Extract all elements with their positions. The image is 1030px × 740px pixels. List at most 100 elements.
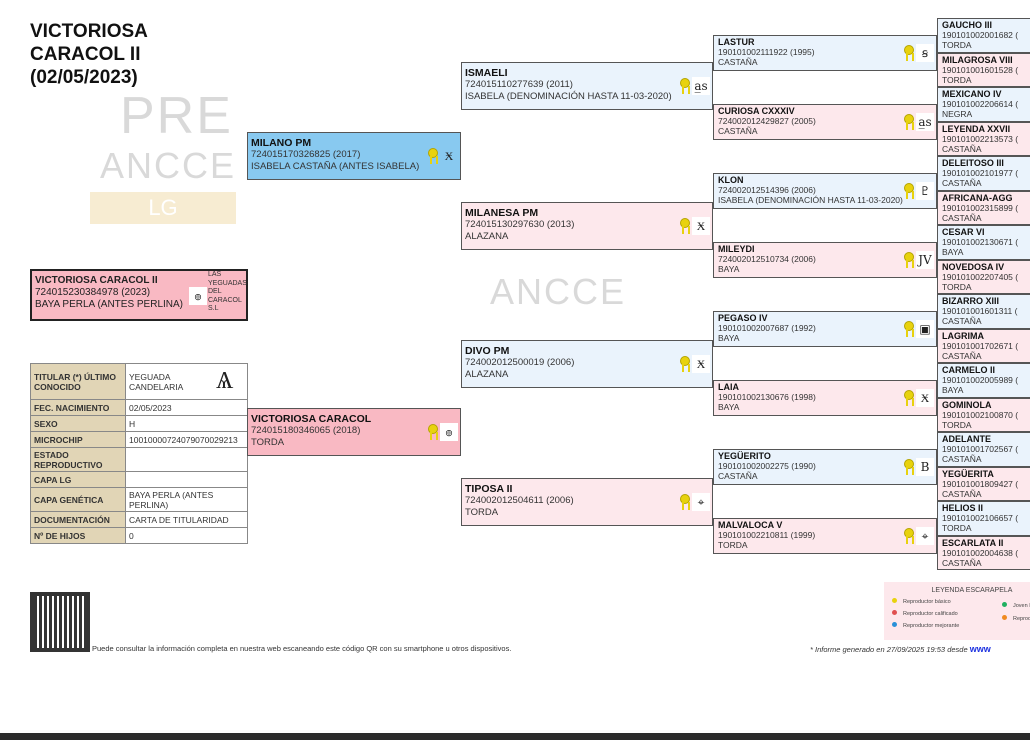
qr-code[interactable] <box>30 592 90 652</box>
brand-icon: B <box>916 458 934 476</box>
brand-icon: a̲s <box>916 113 934 131</box>
ancestor-name: MEXICANO IV <box>942 89 1002 99</box>
ancestor-id: 190101002101977 ( <box>942 168 1019 178</box>
ancestor-id: 724015180346065 (2018) <box>251 425 361 436</box>
ancestor-name: PEGASO IV <box>718 313 768 323</box>
subject-card: VICTORIOSA CARACOL II 724015230384978 (2… <box>30 269 248 321</box>
info-row: ESTADO REPRODUCTIVO <box>30 447 248 472</box>
watermark-ancce: ANCCE <box>100 145 237 186</box>
ancestor-name: GOMINOLA <box>942 399 992 410</box>
ancestor-coat: BAYA <box>942 385 964 395</box>
info-value <box>125 447 248 472</box>
subject-id: 724015230384978 (2023) <box>35 287 151 298</box>
brand-icon: Ӿ <box>692 217 710 235</box>
info-label: ESTADO REPRODUCTIVO <box>30 447 126 472</box>
website-link[interactable]: www <box>969 644 991 654</box>
ancestor-name: KLON <box>718 175 744 185</box>
owner-brand-icon: Ѧ <box>216 366 234 394</box>
rosette-icon <box>680 494 690 510</box>
legend-item: Reproductor <box>1002 615 1030 622</box>
brand-icon: Ӿ <box>916 389 934 407</box>
rosette-icon <box>428 424 438 440</box>
ancestor-coat: CASTAÑA <box>942 143 982 154</box>
legend-label: Reproductor calificado <box>903 611 958 617</box>
ancestor-name: MALVALOCA V <box>718 520 783 530</box>
rosette-icon <box>904 114 914 130</box>
rosette-icon <box>1002 602 1007 607</box>
rosette-icon <box>680 78 690 94</box>
ancestor-coat: TORDA <box>942 523 972 533</box>
ancestor-name: DELEITOSO III <box>942 158 1004 168</box>
brand-icon: JV <box>916 251 934 269</box>
title-line: VICTORIOSA <box>30 21 148 42</box>
legend-label: Reproductor mejorante <box>903 623 960 629</box>
ancestor-id: 190101001601528 ( <box>942 64 1019 75</box>
legend-label: Reproductor básico <box>903 599 951 605</box>
ancestor-coat: TORDA <box>465 507 499 518</box>
ancestor-name: GAUCHO III <box>942 20 993 30</box>
ancestor-id: 190101002004638 ( <box>942 547 1019 558</box>
ancestor-id: 190101002207405 ( <box>942 271 1019 282</box>
rosette-icon <box>1002 615 1007 620</box>
rosette-icon <box>904 390 914 406</box>
ancestor-coat: TORDA <box>251 437 285 448</box>
generated-text: * Informe generado en 27/09/2025 19:53 d… <box>810 645 968 654</box>
ancestor-coat: TORDA <box>942 419 972 430</box>
ancestor-coat: BAYA <box>942 247 964 257</box>
info-value: H <box>125 415 248 432</box>
ancestor-coat: ALAZANA <box>465 231 509 242</box>
ancestor-id: 190101002130671 ( <box>942 237 1019 247</box>
ancestor-id: 190101002002275 (1990) <box>718 461 816 471</box>
brand-icon: ▣ <box>916 320 934 338</box>
legend-label: Joven Reproductor <box>1013 603 1030 609</box>
ancestor-name: CARMELO II <box>942 365 995 375</box>
watermark-pre: PRE <box>120 87 233 145</box>
ancestor-id: 724002012429827 (2005) <box>718 116 816 126</box>
qr-note: Puede consultar la información completa … <box>92 644 512 653</box>
ancestor-coat: TORDA <box>942 281 972 292</box>
ancestor-id: 724002012510734 (2006) <box>718 254 816 264</box>
ancestor-id: 190101002213573 ( <box>942 133 1019 144</box>
info-label: SEXO <box>30 415 126 432</box>
ancestor-coat: TORDA <box>942 40 972 50</box>
legend-label: Reproductor <box>1013 616 1030 622</box>
ancestor-name: DIVO PM <box>465 345 510 357</box>
rosette-icon <box>680 218 690 234</box>
title-line: (02/05/2023) <box>30 67 138 88</box>
